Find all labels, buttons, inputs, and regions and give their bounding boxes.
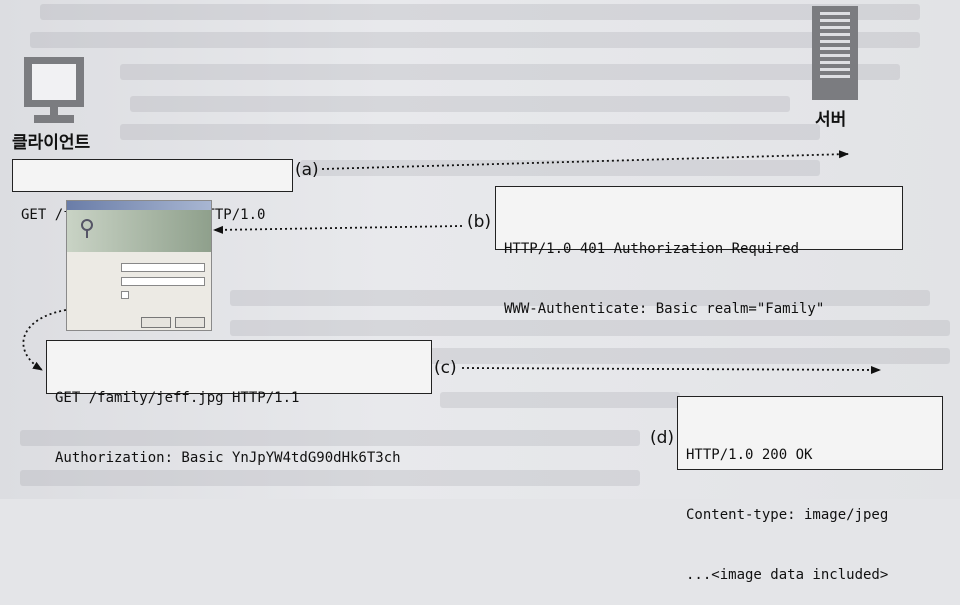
arrow-b [213,225,463,234]
background-text-line [230,320,950,336]
dialog-banner [67,210,211,252]
response-d-line-3: ...<image data included> [686,567,889,583]
server-icon [812,6,858,100]
background-text-line [440,392,680,408]
background-text-line [30,32,920,48]
server-label: 서버 [815,110,847,130]
request-c-box: GET /family/jeff.jpg HTTP/1.1 Authorizat… [46,340,432,466]
background-text-line [430,348,950,364]
step-a-tag: (a) [295,160,319,180]
response-d-line-2: Content-type: image/jpeg [686,507,889,523]
keys-icon [81,219,93,238]
monitor-icon [24,57,84,123]
dialog-username-field [121,263,205,272]
arrows-layer [22,150,881,374]
background-text-line [230,290,930,306]
background-text-line [120,124,820,140]
dialog-remember-checkbox [121,291,129,299]
arrow-c [461,365,881,374]
arrow-a [321,150,849,170]
background-text-line [130,96,790,112]
response-b-box: HTTP/1.0 401 Authorization Required WWW-… [495,186,903,317]
background-text-line [300,160,820,176]
background-text-line [120,64,900,80]
response-b-line-2: WWW-Authenticate: Basic realm="Family" [504,301,825,317]
step-b-tag: (b) [467,212,492,232]
arrow-dialog-to-c [22,309,67,371]
step-c-tag: (c) [434,358,457,378]
dialog-password-field [121,277,205,286]
dialog-ok-button [141,317,171,328]
background-text-line [20,470,640,486]
request-c-line-2: Authorization: Basic YnJpYW4tdG90dHk6T3c… [55,450,401,466]
background-text-line [20,430,640,446]
response-d-line-1: HTTP/1.0 200 OK [686,447,813,463]
request-c-line-1: GET /family/jeff.jpg HTTP/1.1 [55,390,300,406]
step-d-tag: (d) [650,428,675,448]
client-label: 클라이언트 [12,133,91,153]
background-text-line [40,4,920,20]
login-dialog-image [66,200,212,331]
dialog-title-bar [67,201,211,210]
dialog-cancel-button [175,317,205,328]
response-b-line-1: HTTP/1.0 401 Authorization Required [504,241,800,257]
